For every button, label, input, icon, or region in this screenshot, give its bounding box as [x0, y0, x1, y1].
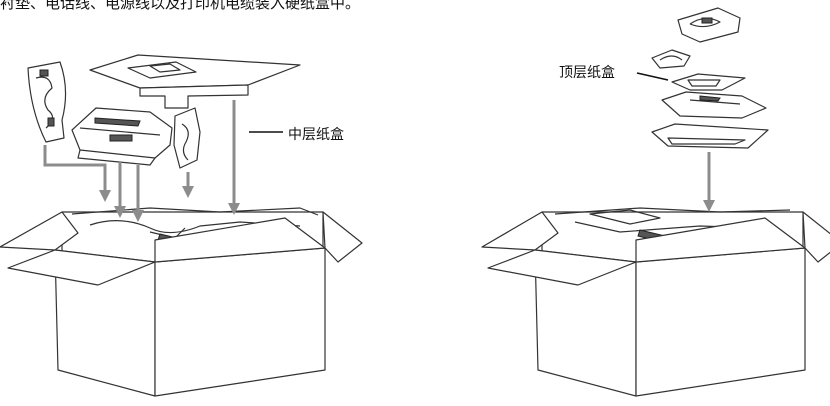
- right-box: [481, 207, 830, 397]
- phone-cord-bag: [173, 107, 201, 169]
- top-tray-leader: [636, 72, 669, 81]
- left-arrows: [43, 100, 240, 222]
- right-packing-scene: [481, 7, 830, 397]
- machine-unit: [71, 107, 173, 166]
- power-cord-bag: [27, 61, 67, 143]
- left-box: [0, 207, 363, 397]
- middle-tray: [89, 54, 301, 109]
- instruction-text: 衬垫、电话线、电源线以及打印机电缆装入硬纸盒中。: [0, 0, 361, 12]
- middle-tray-label: 中层纸盒: [288, 127, 344, 143]
- right-arrow: [703, 152, 715, 212]
- top-tray-label: 顶层纸盒: [559, 65, 615, 81]
- right-exploded-stack: [651, 7, 769, 149]
- left-packing-scene: [0, 54, 363, 397]
